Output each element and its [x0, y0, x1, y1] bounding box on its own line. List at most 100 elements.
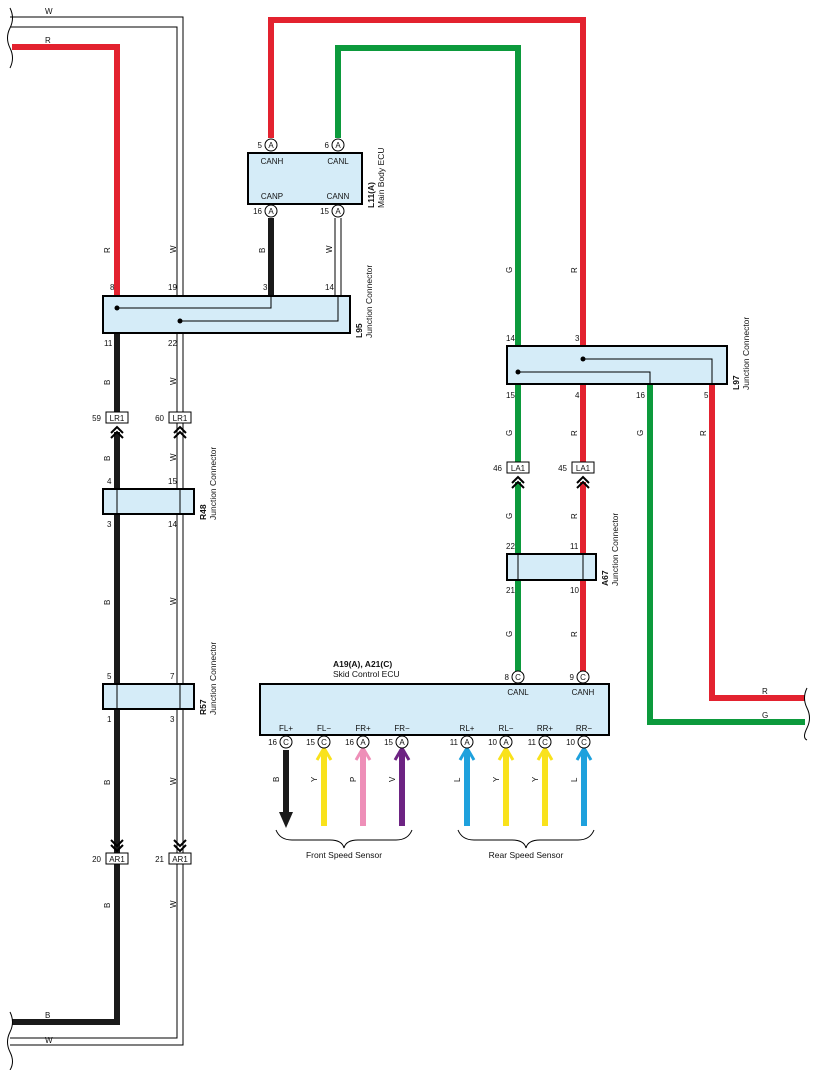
wire-r-top-loop — [268, 17, 586, 346]
pin-number: 1 — [107, 715, 112, 724]
wire-g-top-loop — [335, 45, 521, 346]
pin-number: 16 — [268, 738, 277, 747]
edge-label-g-right: G — [762, 711, 768, 720]
arrow-down-icon — [279, 812, 293, 828]
pin-conn: A — [464, 738, 470, 747]
pin-number: 15 — [320, 207, 329, 216]
a67-pass — [517, 554, 584, 580]
pin-circle — [279, 735, 293, 749]
r57-pass — [116, 684, 181, 709]
connector-la1-pin: 46 — [493, 464, 502, 473]
wire-r-right — [709, 384, 805, 701]
pin-signal: CANH — [572, 688, 595, 697]
pin-number: 11 — [570, 542, 579, 551]
pin-circle — [577, 735, 591, 749]
pin-number: 4 — [575, 391, 580, 400]
pin-conn: C — [580, 673, 586, 682]
pin-number: 9 — [570, 673, 575, 682]
connector-ar1-box — [168, 852, 192, 865]
pin-number: 7 — [170, 672, 175, 681]
junction-r48-name: Junction Connector — [208, 447, 218, 520]
l95-bus — [117, 296, 272, 309]
pin-circle — [264, 138, 278, 152]
pin-signal: CANH — [261, 157, 284, 166]
pin-signal: RR+ — [537, 724, 554, 733]
wire-w-top — [10, 16, 184, 1046]
pin-signal: RR− — [576, 724, 593, 733]
pin-signal: CANL — [327, 157, 349, 166]
skid-control-ecu-name: Skid Control ECU — [333, 669, 400, 679]
pin-conn: A — [503, 738, 509, 747]
wire-label: W — [169, 900, 178, 908]
junction-r57: 5 7 1 3 R57 Junction Connector — [102, 642, 218, 724]
pin-signal: RL+ — [460, 724, 475, 733]
wire-label: Y — [531, 776, 540, 782]
chevron-down-icon — [173, 839, 187, 853]
chevron-up-icon — [173, 425, 187, 439]
pin-conn: C — [515, 673, 521, 682]
wire-label: W — [169, 597, 178, 605]
junction-l95: 8 19 3 14 11 22 L95 Junction Connector — [102, 265, 374, 348]
pin-number: 22 — [168, 339, 177, 348]
edge-label-r-right: R — [762, 687, 768, 696]
wire-label: W — [325, 245, 334, 253]
junction-r48: 4 15 3 14 R48 Junction Connector — [102, 447, 218, 529]
junction-r57-box — [102, 683, 195, 710]
wire-label: G — [636, 430, 645, 436]
wire-label: V — [388, 776, 397, 782]
wire-label: R — [103, 247, 112, 253]
connector-lr1-box — [105, 411, 129, 424]
connector-lr1-pin: 59 — [92, 414, 101, 423]
pin-circle — [317, 735, 331, 749]
pin-signal: CANN — [327, 192, 350, 201]
wire-w-top-inner — [10, 26, 178, 1039]
splice-dot — [580, 356, 586, 362]
wire-g-right — [647, 384, 805, 725]
pin-number: 14 — [325, 283, 334, 292]
pin-circle — [331, 204, 345, 218]
edge-label-w-bottom: W — [45, 1036, 53, 1045]
wire-label: B — [103, 600, 112, 605]
edge-breaks — [7, 7, 810, 1070]
pin-circle — [356, 735, 370, 749]
pin-number: 5 — [258, 141, 263, 150]
connector-ar1-pin: 21 — [155, 855, 164, 864]
pin-number: 8 — [110, 283, 115, 292]
pin-number: 10 — [566, 738, 575, 747]
wire-b-left-2 — [12, 432, 120, 1025]
connector-la1-pin: 45 — [558, 464, 567, 473]
inline-connectors: LR1 59 LR1 60 AR1 20 AR1 21 LA1 46 LA1 4… — [92, 411, 595, 865]
splice-dot — [515, 369, 521, 375]
junction-a67-code: A67 — [600, 570, 610, 586]
junction-r57-name: Junction Connector — [208, 642, 218, 715]
break-mark-top — [7, 7, 13, 69]
pin-number: 15 — [506, 391, 515, 400]
wire-label: G — [505, 267, 514, 273]
pin-conn: A — [335, 141, 341, 150]
pin-number: 15 — [306, 738, 315, 747]
wire-label: B — [103, 903, 112, 908]
connector-lr1-name: LR1 — [173, 414, 188, 423]
edge-label-b-bottom: B — [45, 1011, 50, 1020]
pin-conn: A — [360, 738, 366, 747]
r48-pass — [116, 489, 181, 514]
wires — [10, 16, 805, 1046]
edge-label-r-top: R — [45, 36, 51, 45]
junction-a67-name: Junction Connector — [610, 513, 620, 586]
connector-la1-box — [571, 461, 595, 474]
pin-conn: A — [268, 207, 274, 216]
pin-circle — [395, 735, 409, 749]
pin-number: 16 — [253, 207, 262, 216]
pin-signal: RL− — [499, 724, 514, 733]
skid-control-ecu-box — [259, 683, 610, 736]
junction-r57-code: R57 — [198, 699, 208, 715]
pin-number: 10 — [570, 586, 579, 595]
l97-bus — [583, 358, 713, 384]
pin-circle — [264, 204, 278, 218]
main-body-ecu: A 5 CANH A 6 CANL CANP A 16 CANN A 15 L1… — [247, 138, 386, 218]
ecu-bottom-pins: FL+C16BFL−C15YFR+A16PFR−A15VRL+A11LRL−A1… — [268, 724, 592, 828]
pin-number: 8 — [505, 673, 510, 682]
pin-number: 19 — [168, 283, 177, 292]
pin-number: 16 — [345, 738, 354, 747]
pin-signal: CANL — [507, 688, 529, 697]
